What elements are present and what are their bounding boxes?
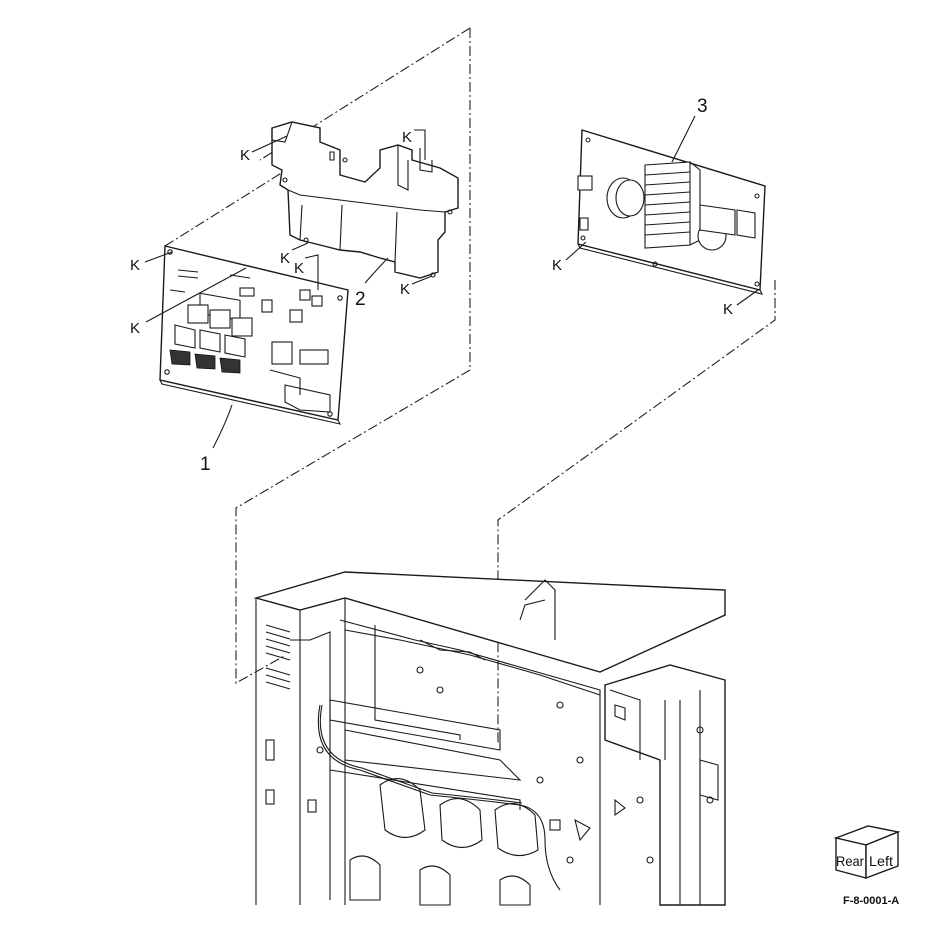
screw-label-k-9: K (723, 301, 733, 318)
screw-label-k-4: K (130, 320, 140, 337)
screw-label-k-6: K (294, 260, 304, 277)
orientation-rear-label: Rear (836, 853, 864, 869)
figure-id: F-8-0001-A (843, 895, 899, 907)
orientation-cube: Rear Left (833, 825, 901, 880)
leader-lines (144, 115, 759, 449)
screw-label-k-1: K (240, 147, 250, 164)
callout-2: 2 (355, 289, 366, 310)
orientation-left-label: Left (869, 853, 893, 869)
machine-frame (253, 571, 726, 906)
power-supply-board-part-3 (577, 129, 766, 295)
screw-label-k-3: K (130, 257, 140, 274)
callout-3: 3 (697, 96, 708, 117)
bracket-part-2 (271, 121, 459, 279)
control-board-part-1 (159, 245, 349, 425)
callout-1: 1 (200, 454, 211, 475)
screw-label-k-2: K (402, 129, 412, 146)
screw-label-k-8: K (552, 257, 562, 274)
screw-label-k-5: K (280, 250, 290, 267)
screw-label-k-7: K (400, 281, 410, 298)
